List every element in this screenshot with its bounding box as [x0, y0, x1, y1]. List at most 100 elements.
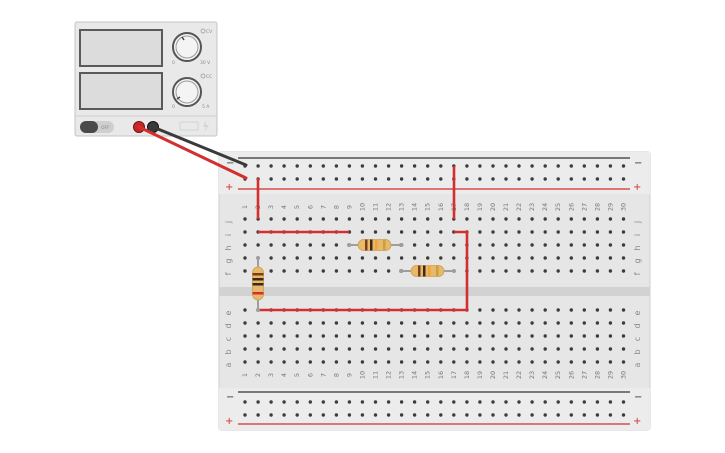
hole-f26[interactable]: [569, 269, 573, 273]
hole-b8[interactable]: [334, 347, 339, 351]
hole-j8[interactable]: [334, 217, 339, 221]
hole-g24[interactable]: [543, 256, 547, 260]
hole-i15[interactable]: [426, 230, 430, 234]
rail-hole[interactable]: [295, 177, 299, 181]
hole-j15[interactable]: [426, 217, 430, 221]
hole-g19[interactable]: [478, 256, 482, 260]
rail-hole[interactable]: [386, 400, 391, 404]
hole-d2[interactable]: [256, 321, 260, 325]
rail-hole[interactable]: [412, 177, 417, 181]
hole-e19[interactable]: [478, 308, 482, 312]
hole-c5[interactable]: [295, 334, 299, 338]
hole-b14[interactable]: [412, 347, 417, 351]
hole-c24[interactable]: [543, 334, 547, 338]
hole-j24[interactable]: [543, 217, 547, 221]
hole-a8[interactable]: [334, 360, 339, 364]
rail-hole[interactable]: [256, 400, 260, 404]
rail-hole[interactable]: [321, 400, 325, 404]
rail-hole[interactable]: [347, 400, 352, 404]
hole-h5[interactable]: [295, 243, 299, 247]
resistor-r1[interactable]: [347, 239, 403, 251]
hole-c10[interactable]: [360, 334, 365, 338]
negative-lead-wire[interactable]: [151, 125, 248, 167]
hole-i21[interactable]: [504, 230, 508, 234]
rail-hole[interactable]: [295, 413, 299, 417]
hole-j6[interactable]: [308, 217, 312, 221]
rail-hole[interactable]: [556, 400, 560, 404]
hole-d25[interactable]: [556, 321, 560, 325]
hole-j4[interactable]: [282, 217, 286, 221]
rail-hole[interactable]: [556, 177, 560, 181]
hole-i27[interactable]: [582, 230, 586, 234]
hole-j19[interactable]: [478, 217, 482, 221]
hole-d26[interactable]: [569, 321, 573, 325]
hole-f29[interactable]: [608, 269, 613, 273]
rail-hole[interactable]: [543, 400, 547, 404]
hole-b17[interactable]: [452, 347, 456, 351]
hole-j3[interactable]: [269, 217, 273, 221]
hole-j26[interactable]: [569, 217, 573, 221]
hole-j29[interactable]: [608, 217, 613, 221]
rail-hole[interactable]: [412, 400, 417, 404]
hole-g21[interactable]: [504, 256, 508, 260]
resistor-r3[interactable]: [252, 256, 264, 312]
rail-hole[interactable]: [465, 413, 469, 417]
hole-b19[interactable]: [478, 347, 482, 351]
hole-j1[interactable]: [243, 217, 247, 221]
hole-b12[interactable]: [386, 347, 391, 351]
hole-g14[interactable]: [412, 256, 417, 260]
hole-i29[interactable]: [608, 230, 613, 234]
hole-d6[interactable]: [308, 321, 312, 325]
hole-i19[interactable]: [478, 230, 482, 234]
hole-d17[interactable]: [452, 321, 456, 325]
hole-b28[interactable]: [595, 347, 600, 351]
hole-b9[interactable]: [347, 347, 352, 351]
hole-h25[interactable]: [556, 243, 560, 247]
hole-g30[interactable]: [621, 256, 626, 260]
hole-f1[interactable]: [243, 269, 247, 273]
hole-c12[interactable]: [386, 334, 391, 338]
rail-hole[interactable]: [295, 164, 299, 168]
hole-b27[interactable]: [582, 347, 586, 351]
wire-col17-to-col2[interactable]: [258, 230, 469, 312]
hole-c29[interactable]: [608, 334, 613, 338]
hole-i30[interactable]: [621, 230, 626, 234]
rail-hole[interactable]: [465, 164, 469, 168]
rail-hole[interactable]: [321, 413, 325, 417]
hole-a19[interactable]: [478, 360, 482, 364]
hole-a16[interactable]: [439, 360, 443, 364]
rail-hole[interactable]: [452, 413, 456, 417]
hole-b4[interactable]: [282, 347, 286, 351]
rail-hole[interactable]: [530, 400, 534, 404]
hole-j12[interactable]: [386, 217, 391, 221]
hole-g4[interactable]: [282, 256, 286, 260]
hole-f30[interactable]: [621, 269, 626, 273]
hole-c15[interactable]: [426, 334, 430, 338]
rail-hole[interactable]: [347, 164, 352, 168]
hole-c22[interactable]: [517, 334, 521, 338]
hole-h1[interactable]: [243, 243, 247, 247]
rail-hole[interactable]: [439, 177, 443, 181]
hole-h17[interactable]: [452, 243, 456, 247]
rail-hole[interactable]: [256, 164, 260, 168]
rail-hole[interactable]: [556, 413, 560, 417]
rail-hole[interactable]: [360, 400, 365, 404]
hole-j30[interactable]: [621, 217, 626, 221]
hole-c18[interactable]: [465, 334, 469, 338]
hole-b7[interactable]: [321, 347, 325, 351]
hole-a25[interactable]: [556, 360, 560, 364]
hole-e28[interactable]: [595, 308, 600, 312]
hole-d13[interactable]: [399, 321, 404, 325]
hole-i26[interactable]: [569, 230, 573, 234]
hole-i25[interactable]: [556, 230, 560, 234]
hole-f8[interactable]: [334, 269, 339, 273]
rail-hole[interactable]: [595, 413, 600, 417]
hole-i24[interactable]: [543, 230, 547, 234]
hole-a27[interactable]: [582, 360, 586, 364]
rail-hole[interactable]: [269, 177, 273, 181]
rail-hole[interactable]: [569, 400, 573, 404]
rail-hole[interactable]: [556, 164, 560, 168]
rail-hole[interactable]: [517, 164, 521, 168]
rail-hole[interactable]: [399, 177, 404, 181]
hole-g28[interactable]: [595, 256, 600, 260]
